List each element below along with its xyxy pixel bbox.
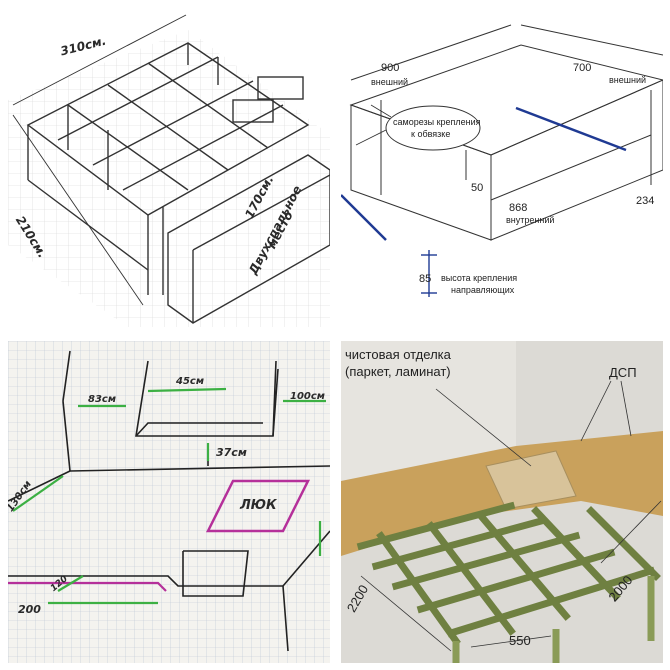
dsp-label: ДСП: [609, 365, 637, 380]
finish-label-line2: (паркет, ламинат): [345, 364, 451, 379]
hatch-label: ЛЮК: [240, 498, 277, 513]
dim-37: 37см: [216, 446, 247, 459]
panel-podium-sketch: 310см. 210см. 170см. Двухспальное место: [8, 5, 330, 327]
dim-50: 50: [471, 182, 484, 194]
graph-paper-sketch: [8, 341, 330, 663]
callout-line-1: саморезы крепления: [393, 117, 481, 127]
panel-drawer-drawing: 900 внешний 700 внешний саморезы креплен…: [341, 5, 663, 327]
callout-line-2: к обвязке: [411, 129, 451, 139]
dim-outer-right: 700: [573, 62, 592, 74]
dim-inner-sub: внутренний: [506, 215, 555, 225]
rail-height-line-2: направляющих: [451, 285, 515, 295]
drawer-box-drawing: [341, 24, 663, 297]
rail-height-line-1: высота крепления: [441, 273, 518, 283]
panel-hand-sketch: 83см 45см 100см 37см 130см ЛЮК 120 200: [8, 341, 330, 663]
dim-550: 550: [509, 633, 531, 648]
dim-83: 83см: [88, 394, 117, 405]
dim-inner: 868: [509, 202, 528, 214]
dim-234: 234: [636, 195, 655, 207]
dim-200: 200: [18, 603, 41, 616]
dim-outer-left: 900: [381, 62, 400, 74]
dim-85: 85: [419, 273, 432, 285]
dim-100: 100см: [290, 391, 325, 402]
panel-podium-render: чистовая отделка (паркет, ламинат) ДСП 2…: [341, 341, 663, 663]
finish-label-line1: чистовая отделка: [345, 347, 451, 362]
dim-outer-left-sub: внешний: [371, 77, 409, 87]
dim-outer-right-sub: внешний: [609, 75, 647, 85]
podium-frame-drawing: [8, 14, 330, 327]
dim-45: 45см: [176, 376, 205, 387]
podium-render-drawing: [341, 341, 663, 663]
